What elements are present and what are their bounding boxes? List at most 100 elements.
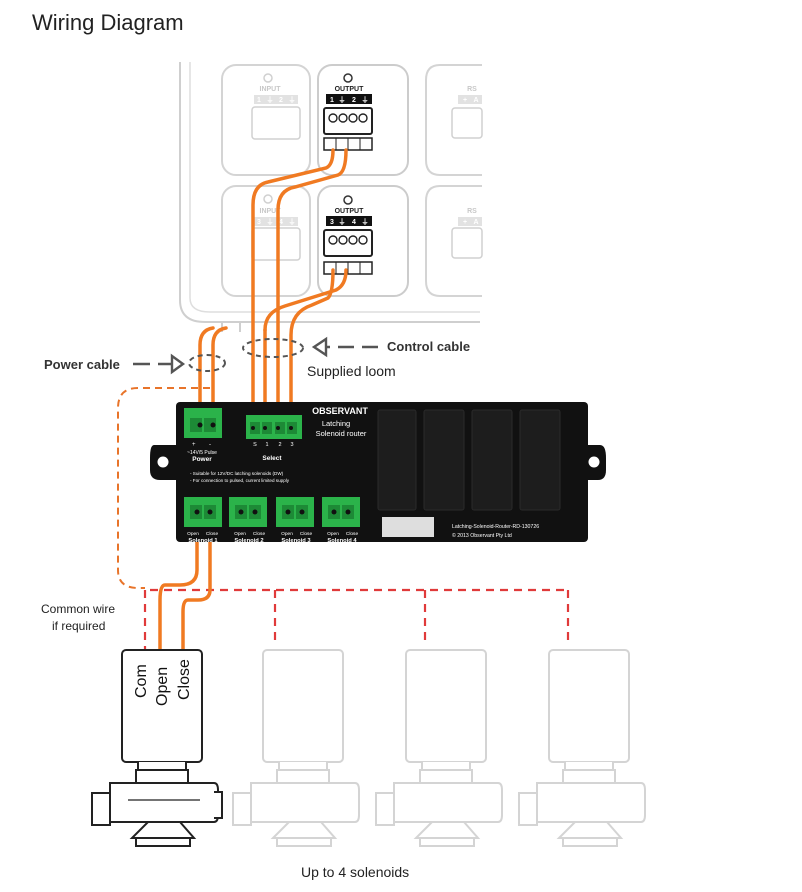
solenoid-terminal-1 (184, 497, 222, 527)
solenoid-router (150, 402, 606, 542)
solenoid-4-label: Solenoid 4 (327, 538, 357, 544)
port-label: A (473, 219, 478, 226)
port-label: ⏚ (289, 218, 296, 226)
wire-label-open: Open (154, 667, 171, 706)
power-label: Power (192, 456, 212, 463)
router-model: Latching-Solenoid-Router-RD-130726 (452, 524, 539, 530)
port-label: ⏚ (267, 218, 274, 226)
output-ports-bottom: 3 ⏚ 4 ⏚ (330, 218, 368, 226)
page-title: Wiring Diagram (32, 10, 184, 35)
power-cable-tie (188, 354, 226, 372)
rs-label-bottom: RS (467, 208, 477, 215)
solenoid-1-label: Solenoid 1 (188, 538, 218, 544)
solenoid-terminal-4 (322, 497, 360, 527)
select-pin: S (253, 442, 257, 448)
rs-ports-bottom: + A (458, 217, 482, 226)
control-cable-label: Control cable (387, 339, 470, 354)
solenoid-bus (143, 588, 570, 650)
port-label: ⏚ (289, 96, 296, 104)
common-wire-label-2: if required (52, 619, 105, 633)
port-label: 1 (257, 97, 261, 104)
input-label-bottom: INPUT (260, 208, 282, 215)
pin-open-label: Open (187, 531, 199, 537)
output-module-top (317, 64, 409, 176)
rs-label-top: RS (467, 86, 477, 93)
port-label: 3 (330, 219, 334, 226)
control-cable-arrow (311, 336, 378, 358)
select-pin: 3 (290, 442, 293, 448)
port-label: 1 (330, 97, 334, 104)
pin-close-label: Close (300, 531, 313, 537)
common-wire-label-1: Common wire (41, 602, 115, 616)
router-name-line2: Solenoid router (316, 429, 367, 438)
port-label: A (473, 97, 478, 104)
solenoid-2-label: Solenoid 2 (234, 538, 263, 544)
router-copyright: © 2013 Observant Pty Ltd (452, 532, 512, 539)
control-cable-tie (242, 338, 304, 358)
controller-labels: INPUT OUTPUT RS INPUT OUTPUT RS 1 ⏚ 2 ⏚ … (254, 86, 482, 226)
port-label: 2 (279, 97, 283, 104)
pin-open-label: Open (234, 531, 246, 537)
port-label: 4 (279, 219, 283, 226)
input-module-bottom (221, 185, 311, 297)
port-label: ⏚ (339, 96, 346, 104)
rs-module-bottom (425, 185, 483, 297)
port-label: 3 (257, 219, 261, 226)
power-pin-minus: - (209, 442, 211, 448)
solenoid-valve-1 (91, 649, 223, 847)
solenoid-1-wires (158, 518, 212, 652)
output-label-bottom: OUTPUT (335, 208, 365, 215)
solenoid-wire-labels: Com Open Close (133, 659, 193, 706)
wire-label-close: Close (176, 659, 193, 700)
pin-open-label: Open (281, 531, 293, 537)
output-label-top: OUTPUT (335, 86, 365, 93)
terminal-screws (194, 422, 351, 515)
router-brand: OBSERVANT (312, 406, 368, 416)
input-module-top (221, 64, 311, 176)
power-cable-label: Power cable (44, 357, 120, 372)
output-ports-top: 1 ⏚ 2 ⏚ (330, 96, 368, 104)
input-ports-bottom: 3 ⏚ 4 ⏚ (254, 217, 298, 226)
select-pin: 1 (265, 442, 268, 448)
up-to-4-label: Up to 4 solenoids (301, 864, 409, 880)
port-label: ⏚ (362, 218, 369, 226)
power-spec: ~14V/5 Pulse (187, 450, 217, 456)
select-label: Select (262, 455, 282, 462)
port-label: 4 (352, 219, 356, 226)
solenoid-3-label: Solenoid 3 (281, 538, 311, 544)
callouts: Power cable Control cable Supplied loom … (41, 339, 470, 880)
rs-module-top (425, 64, 483, 176)
rs-ports-top: + A (458, 95, 482, 104)
port-label: + (463, 219, 467, 226)
port-label: ⏚ (362, 96, 369, 104)
pin-open-label: Open (327, 531, 339, 537)
supplied-loom-label: Supplied loom (307, 363, 396, 379)
pin-close-label: Close (346, 531, 359, 537)
port-label: 2 (352, 97, 356, 104)
router-note-1: - Suitable for 12V/DC latching solenoids… (190, 471, 284, 476)
input-label-top: INPUT (260, 86, 282, 93)
router-labels: OBSERVANT Latching Solenoid router + - ~… (187, 406, 539, 544)
select-pin: 2 (278, 442, 281, 448)
output-module-bottom (317, 185, 409, 297)
port-label: + (463, 97, 467, 104)
common-wire (117, 387, 210, 589)
wire-label-com: Com (133, 664, 150, 698)
input-ports-top: 1 ⏚ 2 ⏚ (254, 95, 298, 104)
pin-close-label: Close (253, 531, 266, 537)
power-wires (198, 326, 228, 432)
power-cable-arrow (133, 353, 186, 375)
router-note-2: - For connection to pulsed, current limi… (190, 478, 290, 483)
power-terminal (184, 408, 222, 438)
solenoid-valve-2 (232, 649, 360, 847)
pin-close-label: Close (206, 531, 219, 537)
controller-housing (179, 62, 483, 332)
solenoid-valve-4 (518, 649, 646, 847)
solenoid-terminal-2 (229, 497, 267, 527)
power-pin-plus: + (192, 442, 196, 448)
solenoid-valve-3 (375, 649, 503, 847)
port-label: ⏚ (267, 96, 274, 104)
router-name-line1: Latching (322, 419, 350, 428)
port-label: ⏚ (339, 218, 346, 226)
